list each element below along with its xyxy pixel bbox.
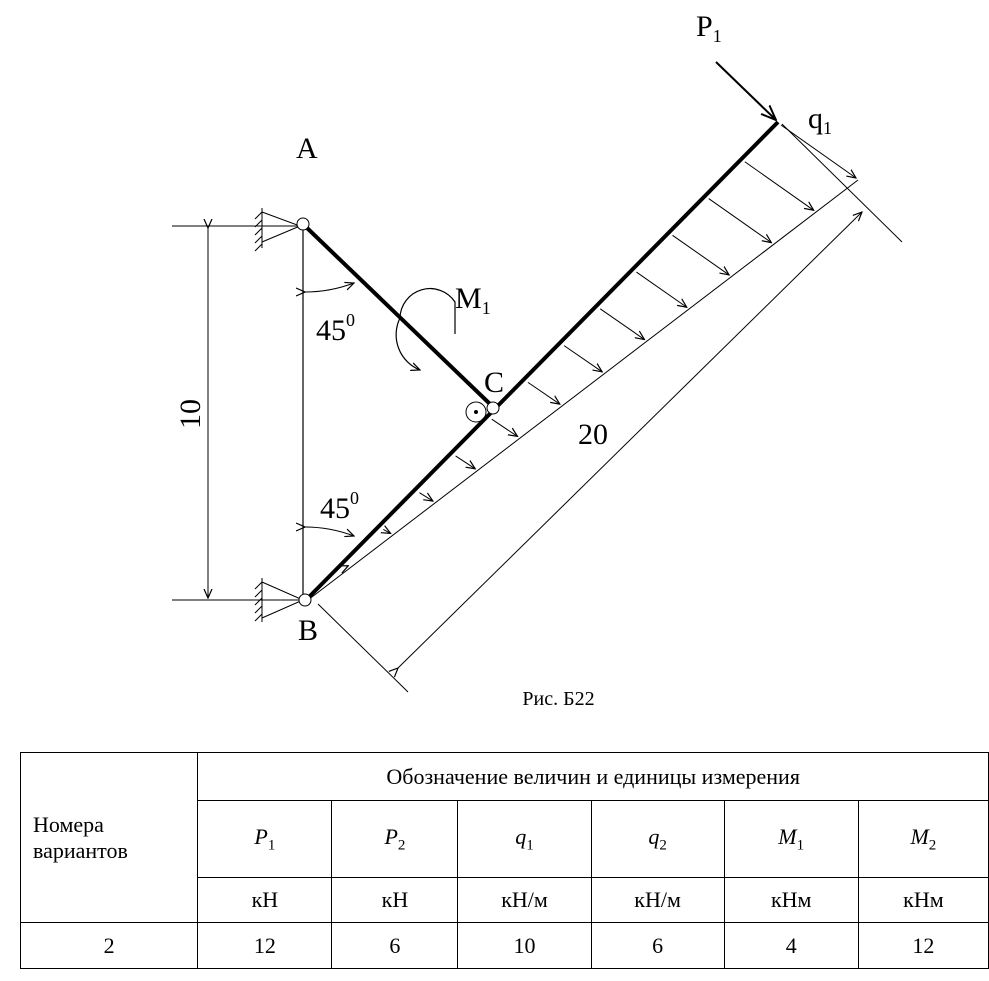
moment-M1-label: M1 xyxy=(455,282,491,318)
length-dimension xyxy=(317,123,903,693)
height-dimension xyxy=(172,226,305,601)
unit-cell: кН/м xyxy=(590,877,725,923)
angle-arc-bottom xyxy=(305,527,354,536)
unit-cell: кН xyxy=(197,877,333,923)
value-cell: 12 xyxy=(197,922,333,969)
load-arrow xyxy=(636,271,686,307)
load-arrow xyxy=(744,161,814,211)
value-cell: 4 xyxy=(723,922,859,969)
load-arrow xyxy=(419,492,432,501)
length-dimension-label: 20 xyxy=(578,418,608,451)
symbol: M2 xyxy=(910,823,937,854)
value-cell: 6 xyxy=(331,922,459,969)
structure-diagram: 10 20 P1 q1 M1 450 450 A B C xyxy=(172,10,903,693)
distributed-load xyxy=(307,124,859,601)
load-arrow xyxy=(780,124,856,178)
point-B-label: B xyxy=(298,614,318,647)
height-dimension-label: 10 xyxy=(174,399,207,429)
load-arrow xyxy=(563,345,602,372)
value-cell: 10 xyxy=(457,922,592,969)
load-arrow xyxy=(347,566,348,567)
point-C-label: C xyxy=(484,366,504,399)
hinge-B xyxy=(298,593,312,607)
load-arrow xyxy=(491,418,518,436)
unit-cell: кНм xyxy=(723,877,859,923)
symbol-cell: P2 xyxy=(331,800,459,878)
unit-cell: кНм xyxy=(857,877,989,923)
force-P1-label: P1 xyxy=(696,10,722,46)
load-arrow xyxy=(672,234,730,275)
symbol-cell: P1 xyxy=(197,800,333,878)
load-arrow xyxy=(527,381,560,404)
value-cell: 12 xyxy=(857,922,989,969)
axis-symbol xyxy=(465,401,487,423)
symbol: P1 xyxy=(254,823,276,854)
bar-BC xyxy=(306,120,780,600)
variant-number: 2 xyxy=(19,922,199,969)
load-arrow xyxy=(708,198,772,243)
load-arrow xyxy=(455,455,476,469)
angle-bottom-label: 450 xyxy=(320,488,359,525)
group-header: Обозначение величин и единицы измерения xyxy=(197,752,989,801)
symbol-cell: M1 xyxy=(723,800,859,878)
value-cell: 6 xyxy=(590,922,725,969)
parameters-table: Номера вариантов Обозначение величин и е… xyxy=(19,752,989,969)
symbol-cell: q2 xyxy=(590,800,725,878)
hinge-A xyxy=(296,217,310,231)
load-q1-label: q1 xyxy=(808,102,832,138)
support-A xyxy=(254,208,302,252)
unit-cell: кН/м xyxy=(457,877,592,923)
symbol: M1 xyxy=(778,823,805,854)
point-A-label: A xyxy=(296,132,318,165)
unit-cell: кН xyxy=(331,877,459,923)
force-P1-arrow xyxy=(715,61,776,120)
load-arrow xyxy=(383,529,390,533)
symbol: P2 xyxy=(384,823,406,854)
load-arrow xyxy=(599,308,644,340)
symbol-cell: M2 xyxy=(857,800,989,878)
moment-M1-arrow xyxy=(395,288,456,370)
angle-top-label: 450 xyxy=(316,310,355,347)
symbol: q1 xyxy=(515,823,534,854)
hinge-C xyxy=(486,401,500,415)
symbol: q2 xyxy=(648,823,667,854)
symbol-cell: q1 xyxy=(457,800,592,878)
angle-arc-top xyxy=(305,283,354,292)
figure-caption: Рис. Б22 xyxy=(522,688,595,710)
row-header: Номера вариантов xyxy=(19,752,199,923)
